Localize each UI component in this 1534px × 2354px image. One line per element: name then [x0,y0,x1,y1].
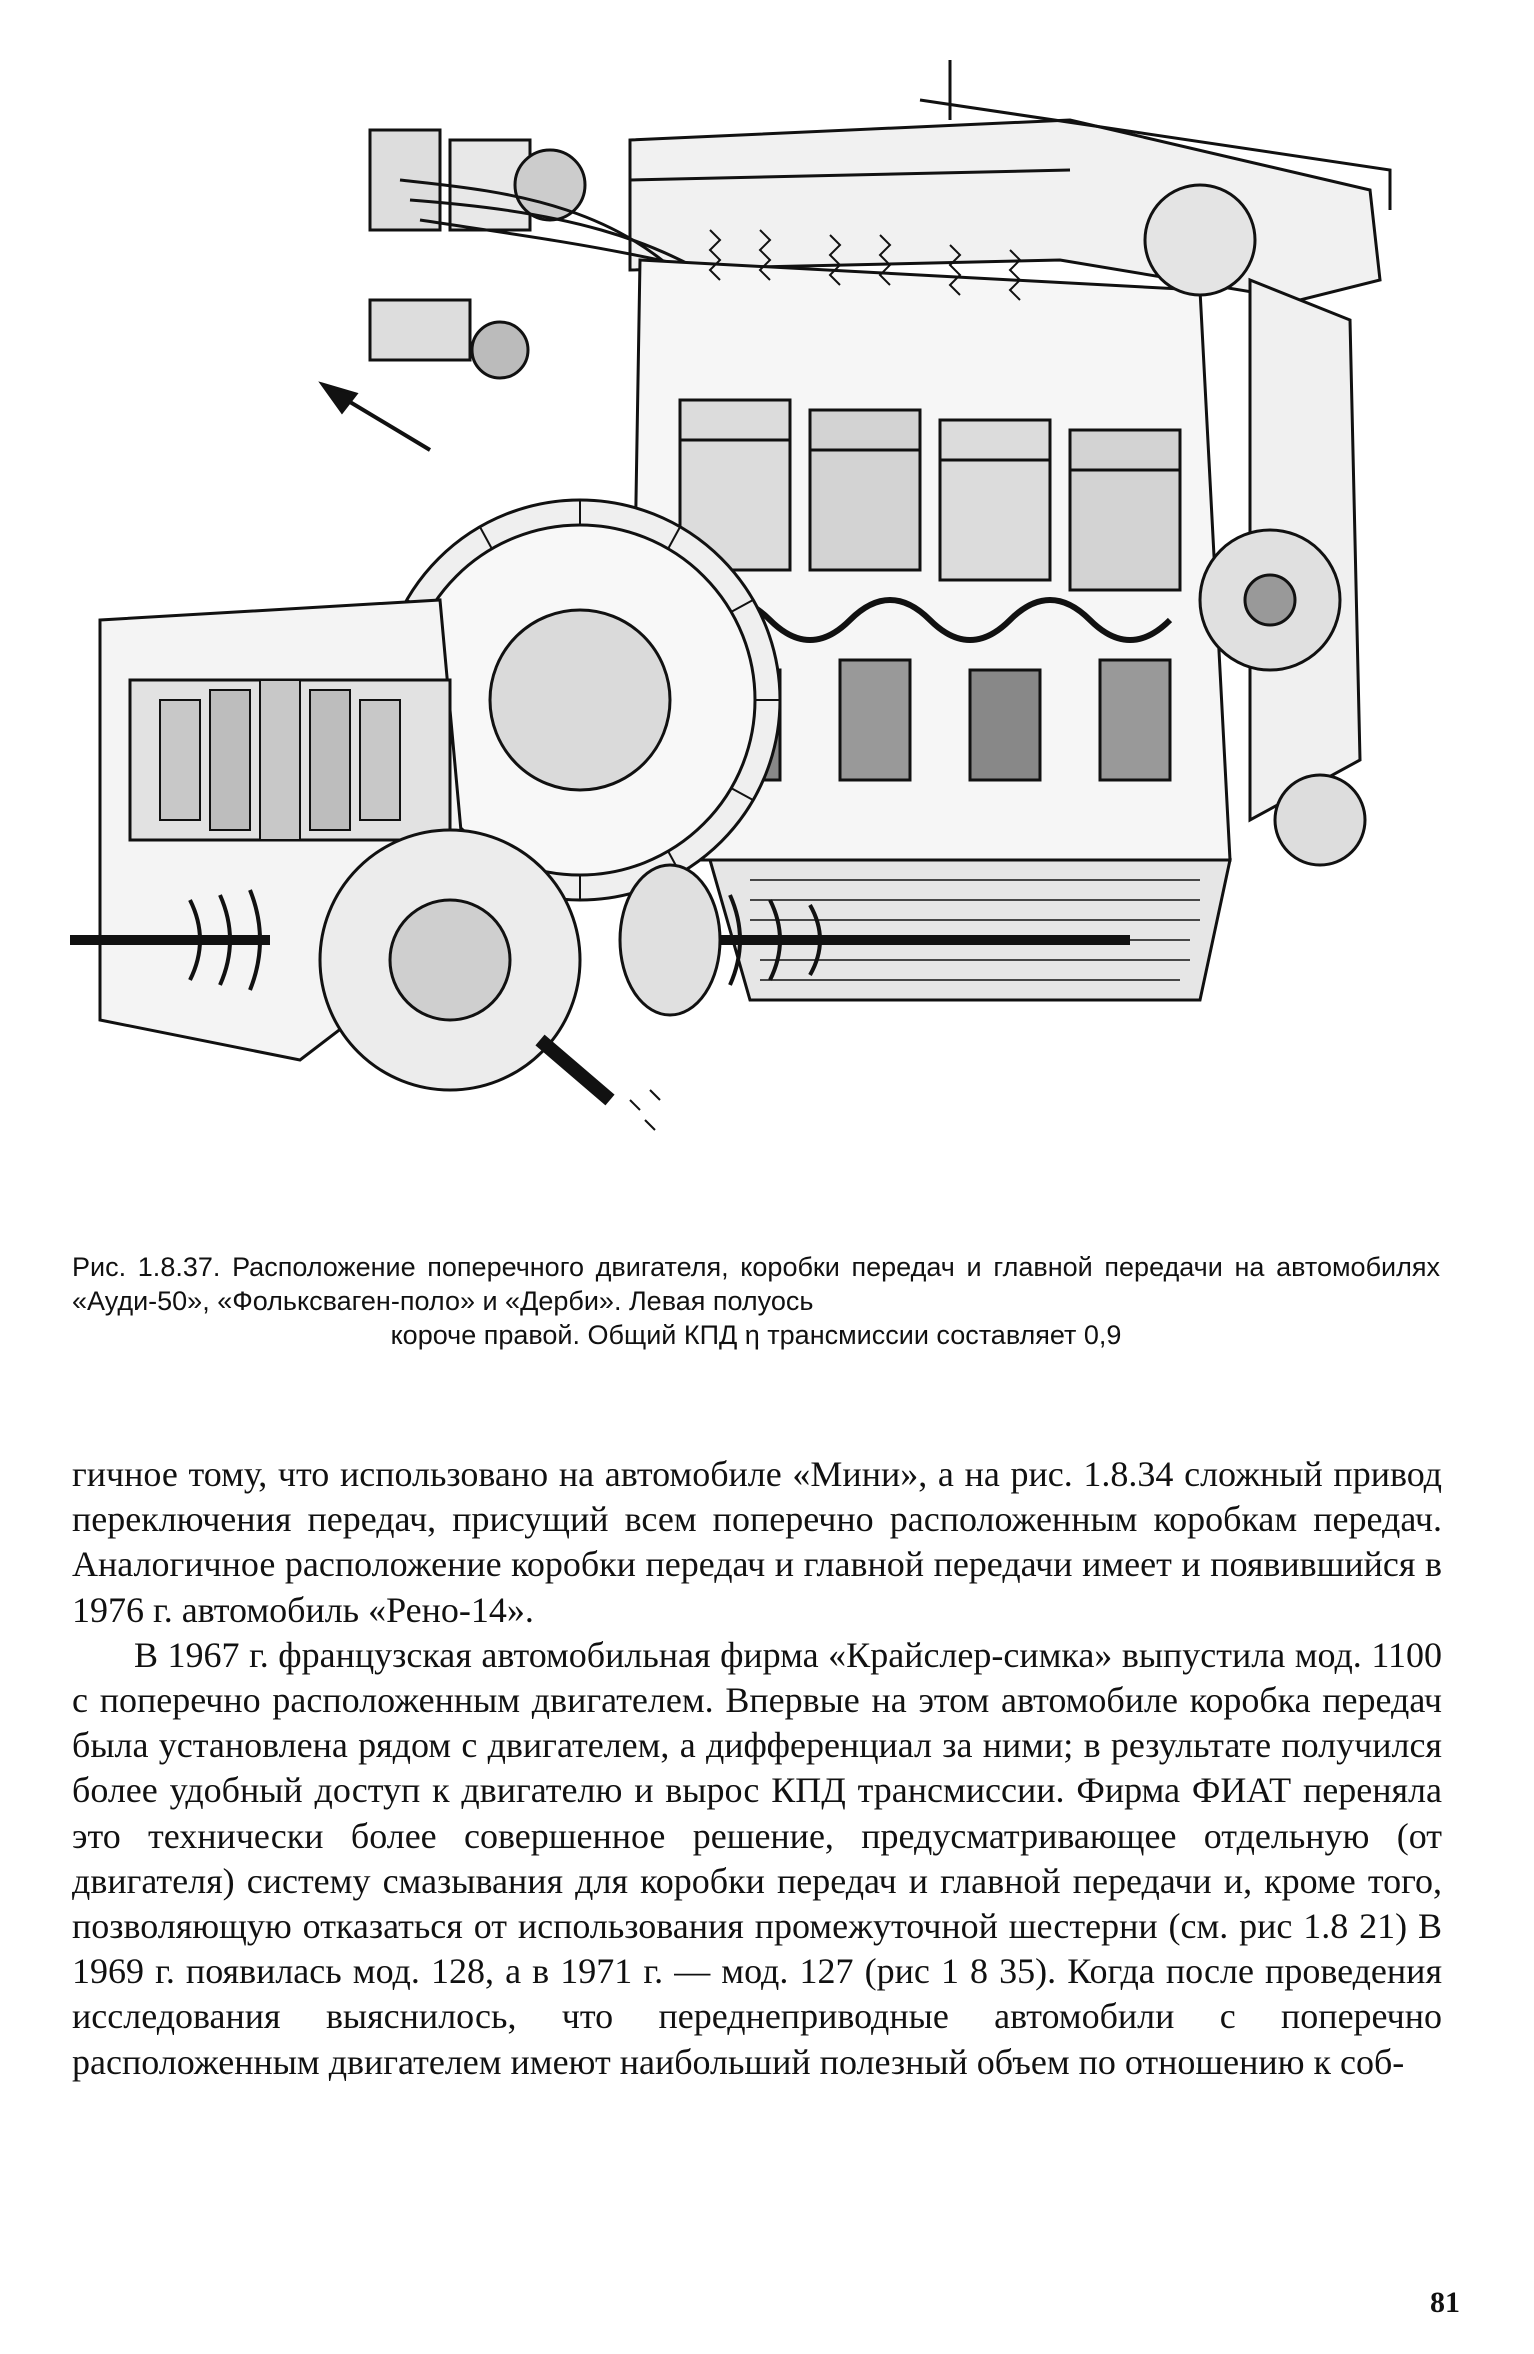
caption-line-2: короче правой. Общий КПД η трансмиссии с… [390,1320,1122,1350]
engine-cutaway-figure [70,60,1470,1210]
paragraph-1: гичное тому, что использовано на автомоб… [72,1454,1442,1630]
caption-line-1: Рис. 1.8.37. Расположение поперечного дв… [72,1252,1440,1316]
body-text: гичное тому, что использовано на автомоб… [72,1452,1442,2085]
figure-caption: Рис. 1.8.37. Расположение поперечного дв… [72,1250,1440,1352]
page-number: 81 [1430,2286,1460,2319]
paragraph-2: В 1967 г. французская автомобильная фирм… [72,1634,1442,2082]
engine-cutaway-drawing [70,60,1392,1131]
